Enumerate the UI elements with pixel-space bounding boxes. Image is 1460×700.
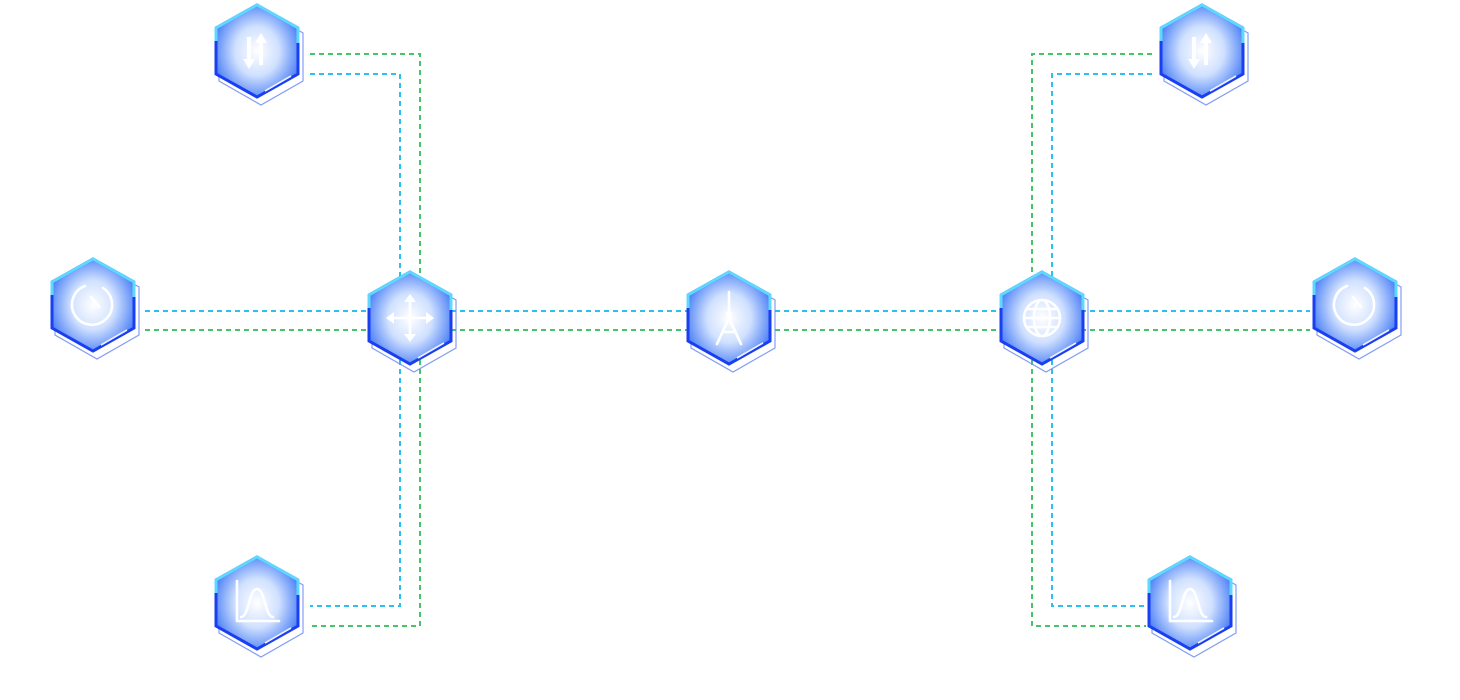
link-right-hub-bottom-secondary [1031, 360, 1146, 627]
link-right-hub-bottom-primary [1051, 360, 1146, 607]
node-center[interactable] [686, 270, 777, 374]
connection-lines [145, 53, 1310, 627]
node-left-hub[interactable] [367, 270, 458, 374]
timer-icon [1332, 284, 1376, 327]
link-left-hub-bottom-primary [310, 360, 401, 607]
link-left-hub-top-primary [310, 73, 401, 280]
node-right-hub[interactable] [999, 270, 1090, 374]
globe-icon [1022, 298, 1062, 338]
node-bottom-right[interactable] [1147, 555, 1238, 659]
node-right[interactable] [1312, 257, 1403, 361]
arrows-up-down-icon [243, 33, 267, 69]
link-left-hub-top-secondary [310, 53, 421, 280]
node-top-right[interactable] [1159, 3, 1250, 107]
move-arrows-icon [386, 294, 434, 342]
tower-icon [715, 290, 743, 346]
bell-curve-icon [235, 579, 281, 623]
arrows-up-down-icon [1188, 33, 1212, 69]
node-top-left[interactable] [214, 3, 305, 107]
timer-icon [70, 284, 114, 327]
node-bottom-left[interactable] [214, 555, 305, 659]
node-left[interactable] [50, 257, 141, 361]
link-right-hub-top-primary [1051, 73, 1152, 280]
bell-curve-icon [1168, 579, 1214, 623]
link-left-hub-bottom-secondary [310, 360, 421, 627]
link-right-hub-top-secondary [1031, 53, 1152, 280]
